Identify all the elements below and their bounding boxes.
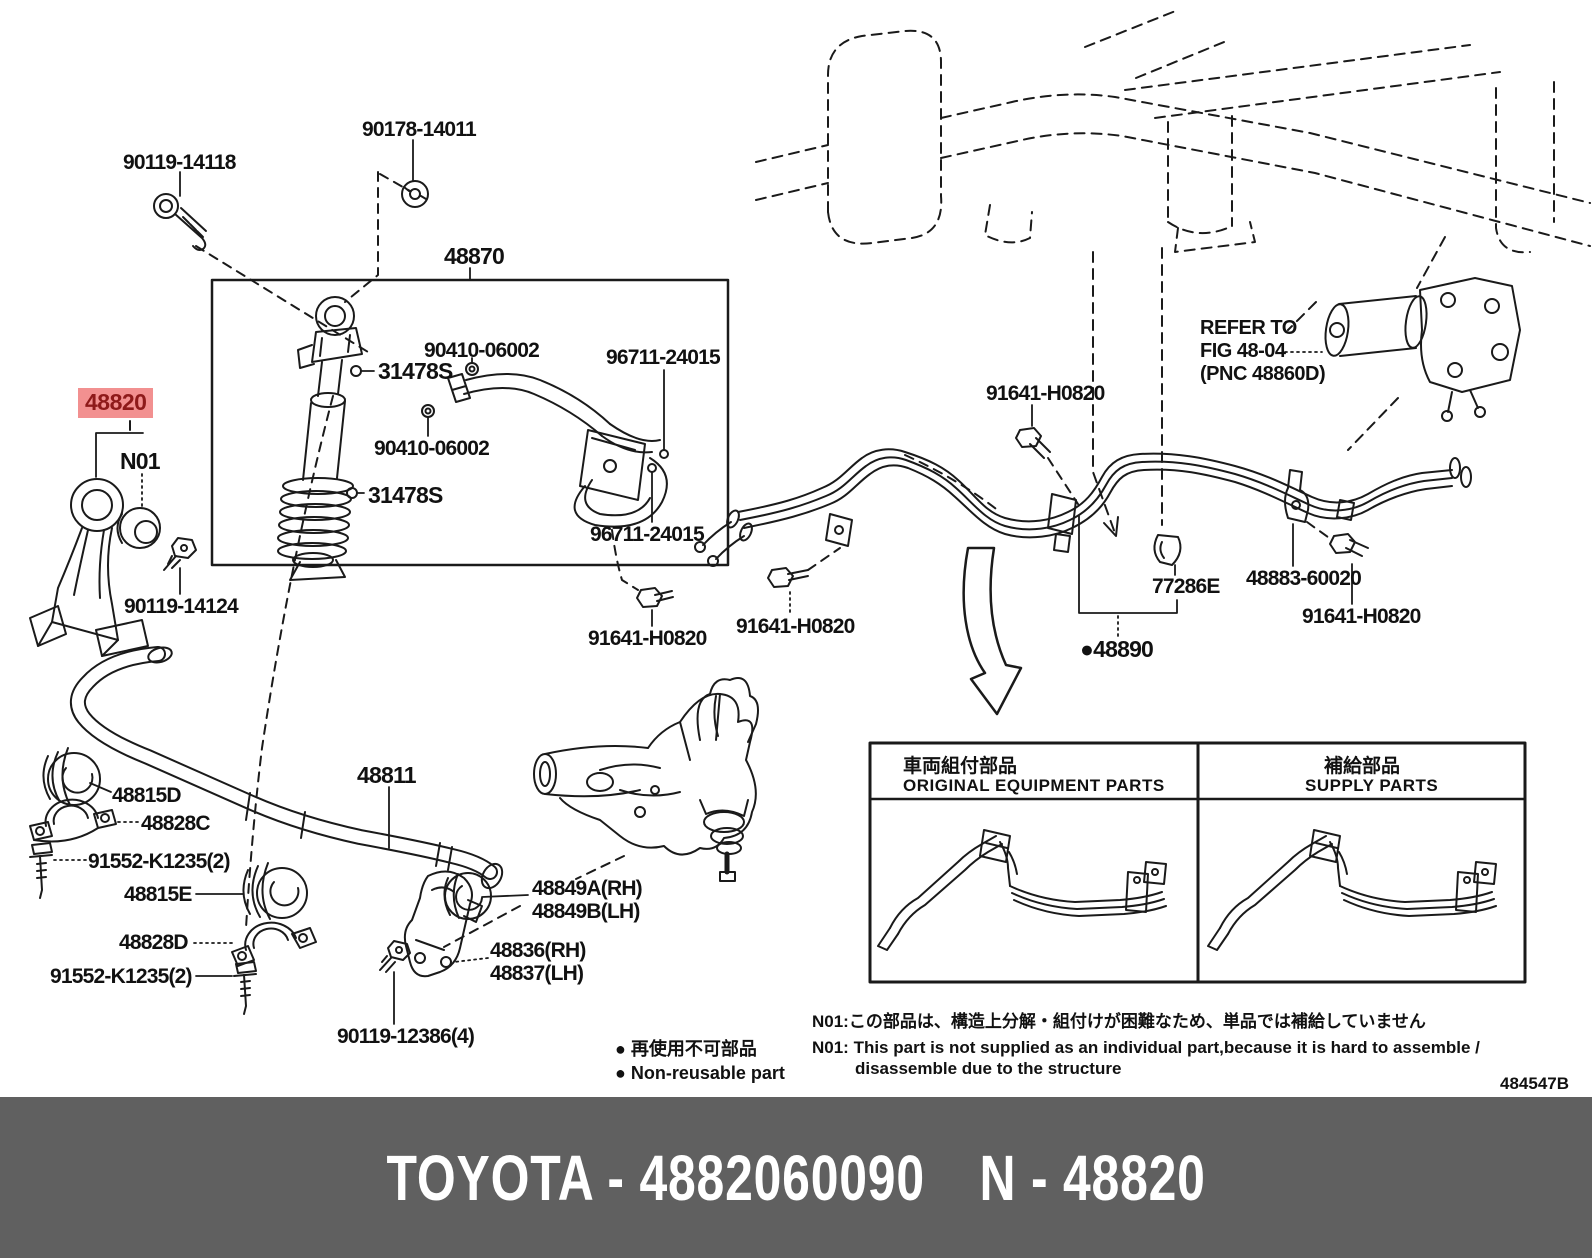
part-label-48820-highlighted: 48820 [78,388,154,418]
part-label-31478S-a: 31478S [378,358,453,384]
banner-part-code: N - 48820 [979,1141,1206,1214]
control-arm-drawing [533,677,759,882]
stabilizer-link-drawing [29,478,149,657]
valve-assembly-drawing [1324,277,1521,422]
part-label-48836-RH: 48836(RH) [490,939,586,962]
banner-brand-part: TOYOTA - 4882060090 [386,1141,925,1214]
nut-90178-icon [401,180,429,208]
bolt-91552-2-icon [233,961,257,1015]
part-label-48890: ●48890 [1080,636,1154,662]
diagram-line-art [29,9,1591,1025]
clamp-48836-drawing [403,870,483,978]
part-label-90119-12386: 90119-12386(4) [337,1025,475,1048]
part-label-48849B-LH: 48849B(LH) [532,900,640,923]
table-header-left-en: ORIGINAL EQUIPMENT PARTS [903,776,1165,795]
part-label-48815E: 48815E [124,883,192,906]
table-header-right-jp: 補給部品 [1324,756,1401,777]
part-label-91641-H0820-c: 91641-H0820 [986,382,1105,405]
dashed-relations [129,171,1333,948]
leader-lines [89,139,1353,1025]
part-label-91641-H0820-d: 91641-H0820 [1302,605,1421,628]
stabilizer-bar-drawing [70,646,504,890]
part-label-90410-06002-a: 90410-06002 [424,339,540,362]
part-label-90178-14011: 90178-14011 [362,118,477,141]
part-label-48870: 48870 [444,243,505,269]
part-label-77286E: 77286E [1152,575,1220,598]
bolt-90119-14124-icon [163,537,197,571]
bushing-48815E-drawing [242,862,308,920]
part-label-91641-H0820-a: 91641-H0820 [588,627,707,650]
part-label-48828C: 48828C [141,812,211,835]
clamp-48828D-drawing [231,921,317,967]
legend-non-reusable-jp: ● 再使用不可部品 [615,1039,757,1059]
bolt-91552-1-icon [29,842,53,899]
hose-assembly-drawing [447,373,669,528]
part-label-90119-14118: 90119-14118 [123,151,236,174]
part-label-48883-60020: 48883-60020 [1246,567,1362,590]
part-label-48837-LH: 48837(LH) [490,962,584,985]
chassis-frame-drawing [755,9,1591,537]
part-label-31478S-b: 31478S [368,482,443,508]
part-label-N01: N01 [120,448,161,474]
part-label-96711-24015-b: 96711-24015 [590,523,705,546]
figure-code: 484547B [1500,1074,1570,1093]
bushing-48815D-drawing [42,747,101,806]
part-label-48815D: 48815D [112,784,182,807]
refer-note-line3: (PNC 48860D) [1200,363,1326,385]
pointer-arrow-icon [962,546,1023,716]
part-number-banner: TOYOTA - 4882060090 N - 48820 [0,1097,1592,1258]
table-header-left-jp: 車両組付部品 [903,756,1018,777]
comparison-table [868,741,1527,984]
refer-note-line1: REFER TO [1200,317,1297,339]
bolt-90119-12386-icon [379,940,411,973]
part-label-91641-H0820-b: 91641-H0820 [736,615,855,638]
note-n01-jp: N01:この部品は、構造上分解・組付けが困難なため、単品では補給していません [812,1012,1426,1031]
note-n01-en-line1: N01: This part is not supplied as an ind… [812,1038,1480,1057]
part-label-48811: 48811 [357,762,416,788]
shock-absorber-drawing [277,296,363,581]
fuel-pipes-drawing [694,448,1472,567]
bolt-90119-14118-icon [153,193,207,251]
clamp-48828C-drawing [29,798,117,843]
note-n01-en-line2: disassemble due to the structure [855,1059,1122,1078]
bolt-91641-icons [636,427,1369,608]
part-label-48849A-RH: 48849A(RH) [532,877,643,900]
table-pipes-drawing-right [1207,829,1497,951]
dotted-leaders [53,351,1323,963]
part-label-91552-K1235-b: 91552-K1235(2) [50,965,193,988]
part-label-48828D: 48828D [119,931,189,954]
part-label-96711-24015-a: 96711-24015 [606,346,721,369]
refer-note-line2: FIG 48-04 [1200,340,1286,362]
table-header-right-en: SUPPLY PARTS [1305,776,1439,795]
part-label-91552-K1235-a: 91552-K1235(2) [88,850,231,873]
table-pipes-drawing [877,829,1167,951]
link-bushing-drawing [116,507,161,549]
legend-non-reusable-en: ● Non-reusable part [615,1063,785,1083]
datum-arrowhead [1103,516,1119,537]
part-label-90119-14124: 90119-14124 [124,595,239,618]
part-label-90410-06002-b: 90410-06002 [374,437,490,460]
